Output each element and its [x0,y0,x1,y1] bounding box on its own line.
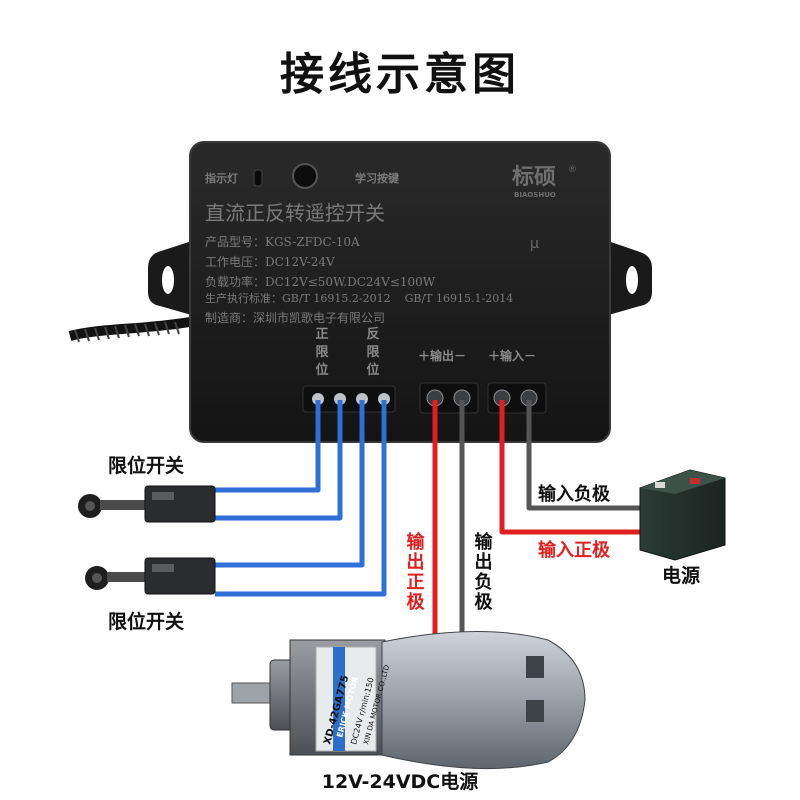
model-line: 产品型号：KGS-ZFDC-10A [205,235,360,249]
limit-switch-top-label: 限位开关 [108,454,184,477]
standard-line: 生产执行标准：GB/T 16915.2-2012 GB/T 16915.1-20… [205,291,513,305]
voltage-line: 工作电压：DC12V-24V [205,255,335,269]
load-line: 负载功率：DC12V≤50W.DC24V≤100W [205,274,436,289]
limit-switch-top [78,485,216,523]
maker-line: 制造商：深圳市凯歌电子有限公司 [205,310,385,325]
svg-text:输出正极: 输出正极 [404,531,425,612]
antenna-coil [68,317,191,343]
input-positive-label: 输入正极 [538,539,611,561]
input-negative-label: 输入负极 [538,483,611,505]
limit-terminal-block [302,385,396,413]
page-title: 接线示意图 [280,49,520,100]
output-positive-label: 输出正极 [404,531,425,612]
output-negative-label: 输出负极 [472,531,493,612]
power-source-battery [639,469,726,561]
svg-text:输出负极: 输出负极 [472,531,493,612]
svg-text:位: 位 [315,362,328,378]
output-terminal-block [419,382,479,414]
svg-text:反: 反 [366,326,379,342]
dc-gear-motor [231,630,586,770]
motor-caption: 12V-24VDC电源 [322,770,479,793]
input-terminal-header: ＋输入－ [488,348,536,363]
forward-limit-label: 正 限 位 [315,327,329,378]
limit-switch-bottom [85,557,216,595]
input-positive-wire [499,400,640,535]
brand-logo-cn: 标硕 [512,164,556,190]
brand-logo-en: BIAOSHUO [514,191,556,199]
indicator-label: 指示灯 [205,171,238,185]
indicator-led [253,169,263,187]
brand-registered-mark: ® [568,165,577,175]
controller-box [189,141,611,443]
input-negative-wire [526,400,640,511]
product-name: 直流正反转遥控开关 [205,201,385,225]
limit-switch-wires [215,400,387,597]
certification-mark: µ [530,236,539,252]
learn-button-label: 学习按键 [355,171,400,185]
output-terminal-header: ＋输出－ [418,348,466,363]
power-source-label: 电源 [662,564,700,587]
learn-button[interactable] [292,163,318,189]
reverse-limit-label: 反 限 位 [366,326,380,378]
input-terminal-block [487,382,547,414]
svg-text:位: 位 [366,362,379,378]
svg-text:正: 正 [315,327,328,342]
svg-text:限: 限 [366,345,380,360]
limit-switch-bottom-label: 限位开关 [108,610,184,633]
svg-text:限: 限 [315,345,329,360]
